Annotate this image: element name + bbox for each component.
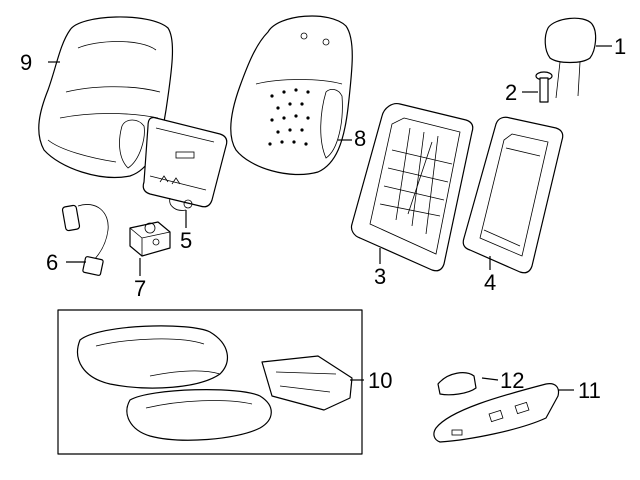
callout-9: 9 (20, 50, 33, 75)
headrest-icon (544, 17, 597, 99)
leader-lines (48, 45, 612, 391)
perforated-back-cover-icon (230, 15, 353, 176)
seat-cushion-icon (57, 309, 363, 455)
side-shield-icon (433, 383, 560, 443)
motor-icon (129, 221, 171, 257)
callout-5: 5 (180, 228, 193, 253)
trim-piece-icon (437, 372, 477, 396)
callout-10: 10 (368, 368, 393, 393)
callout-11: 11 (578, 378, 601, 403)
back-panel-icon (462, 116, 564, 274)
headrest-guide-icon (535, 71, 553, 103)
callout-8: 8 (354, 126, 367, 151)
callout-1: 1 (614, 34, 627, 59)
seat-back-frame-icon (350, 103, 474, 272)
callout-4: 4 (484, 270, 497, 295)
wire-harness-icon (61, 204, 109, 276)
back-cover-icon (38, 16, 174, 178)
callout-7: 7 (134, 276, 147, 301)
callout-2: 2 (505, 80, 518, 105)
lumbar-module-icon (142, 116, 228, 211)
perforation-dots (268, 88, 310, 146)
callout-3: 3 (374, 264, 387, 289)
callout-12: 12 (500, 368, 525, 393)
callout-6: 6 (46, 250, 59, 275)
